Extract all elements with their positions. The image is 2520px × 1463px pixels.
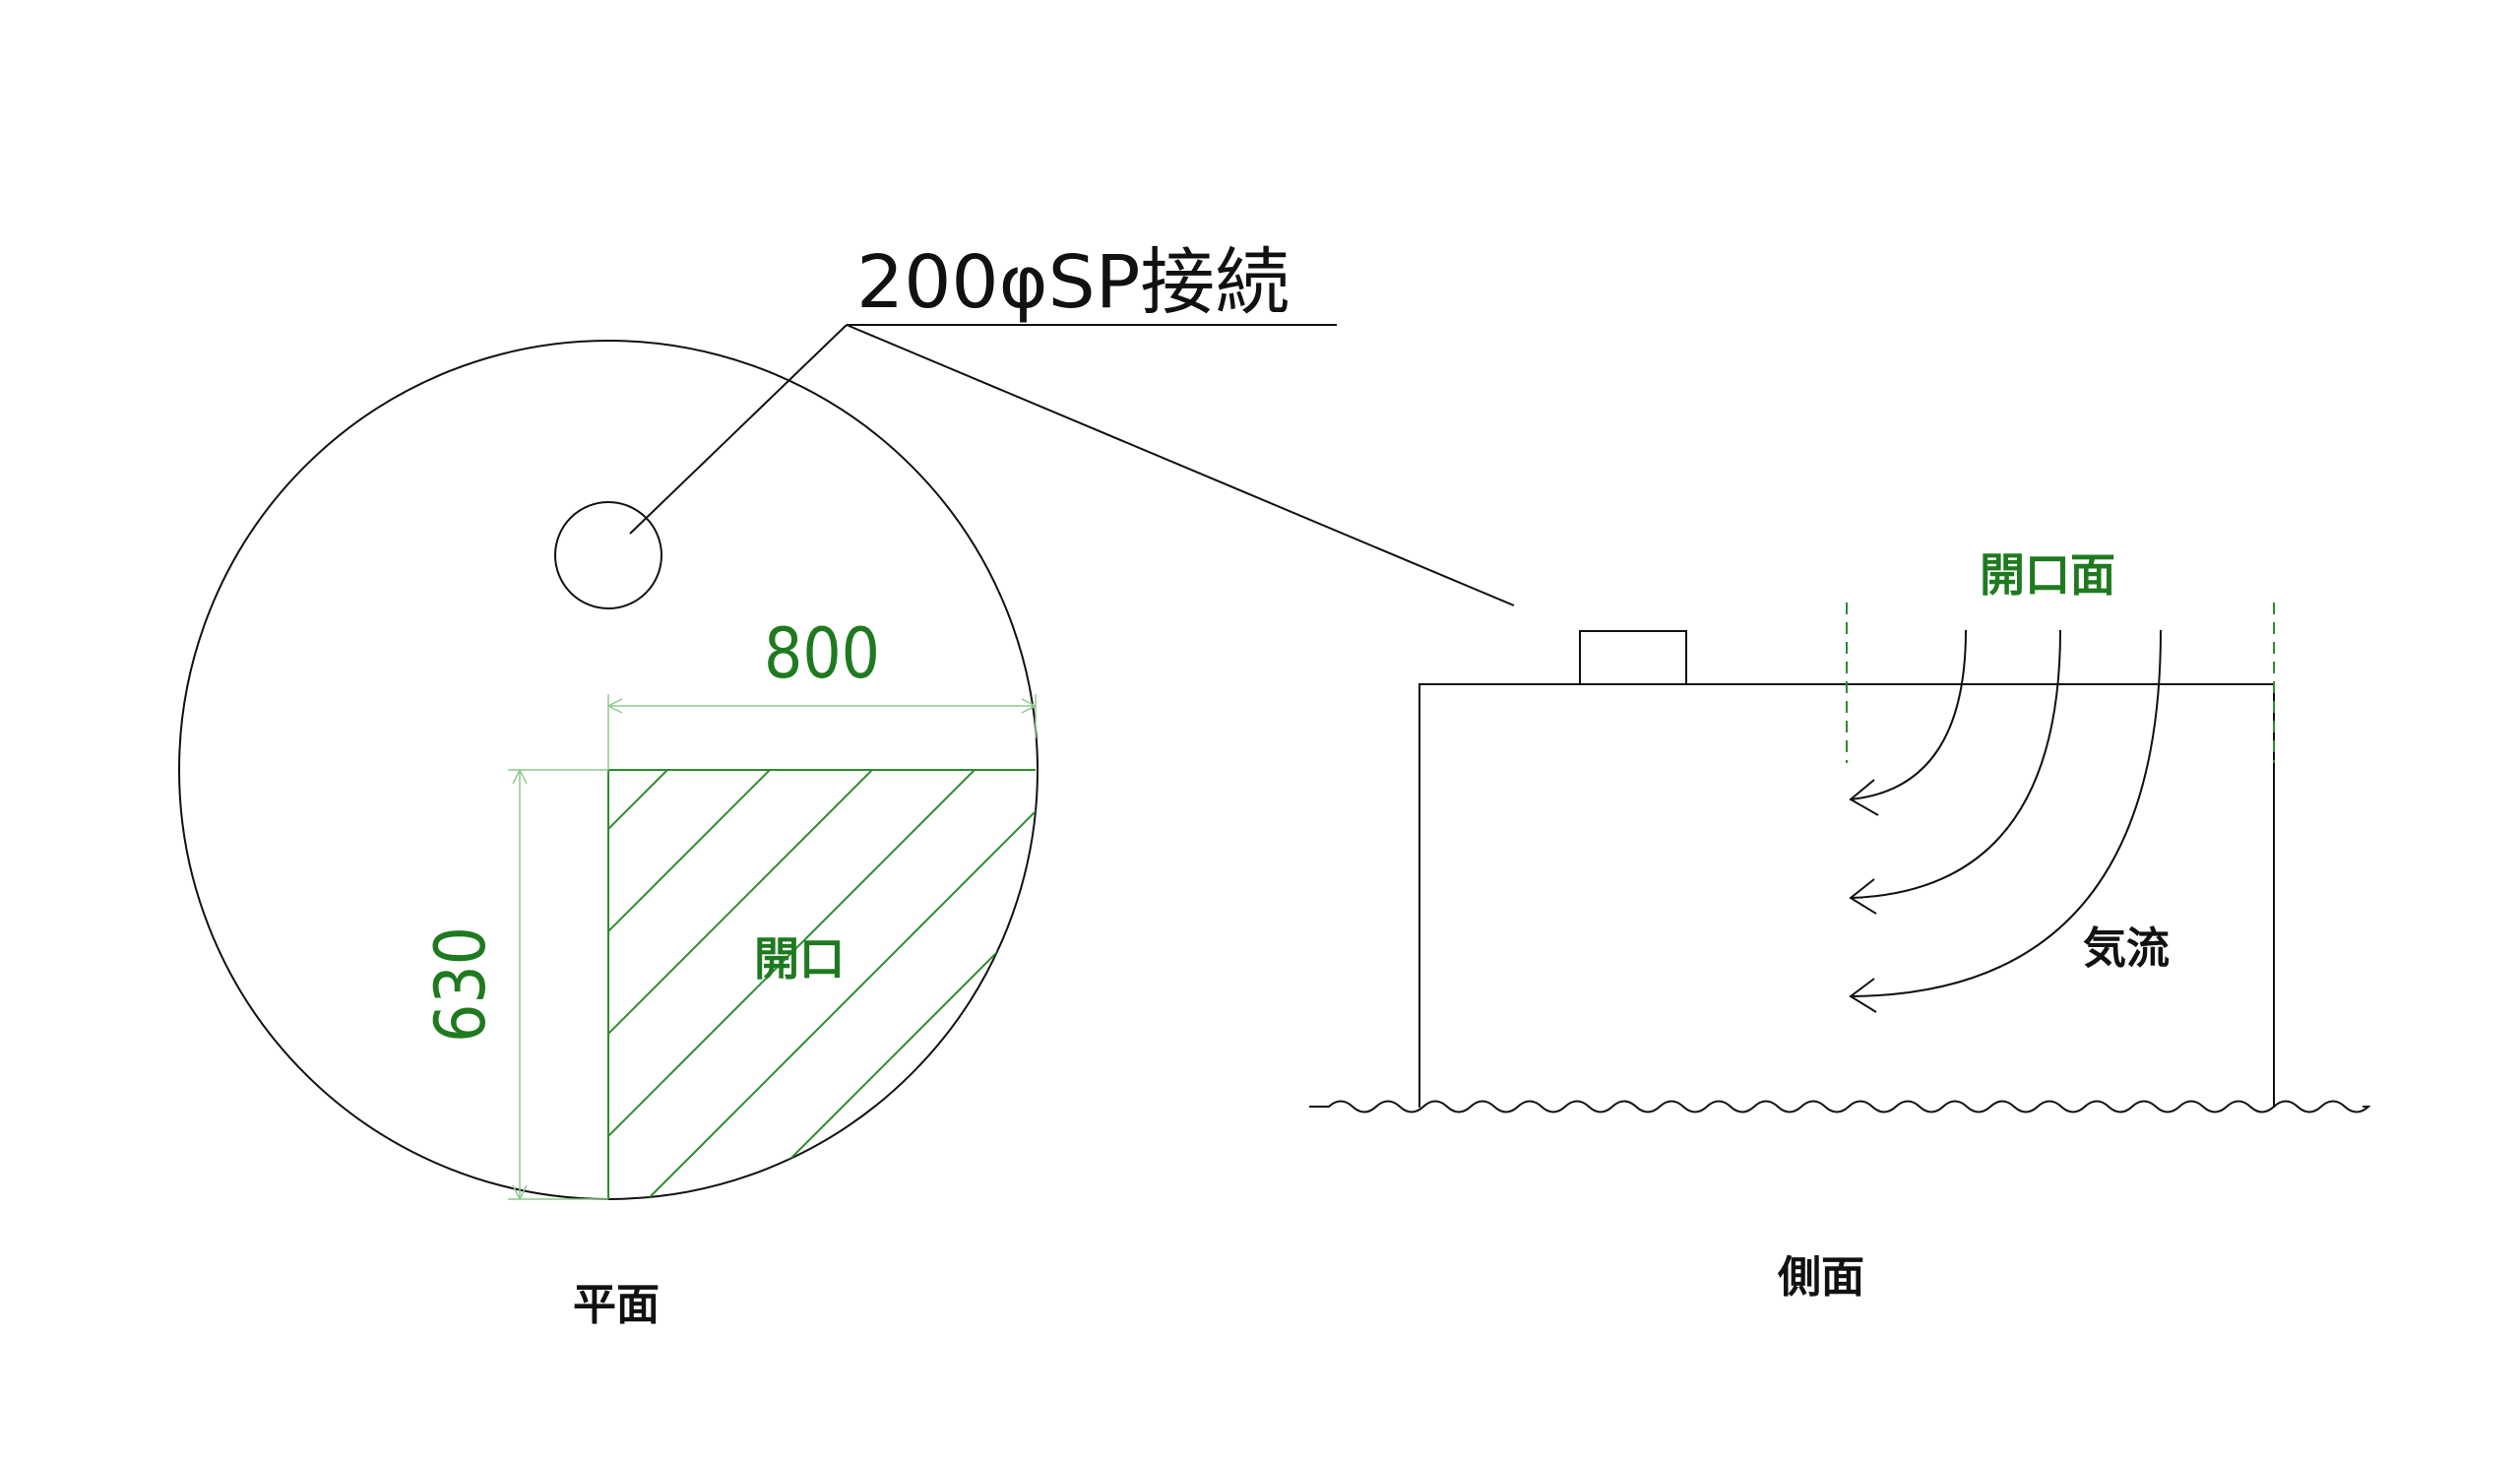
callout: 200φSP接続	[629, 240, 1515, 606]
hatch-line	[647, 770, 1038, 1199]
hatch-line	[851, 770, 1038, 1199]
dimension-width-label: 800	[764, 613, 880, 694]
dimension-height: 630	[420, 768, 608, 1201]
airflow-label: 気流	[2083, 923, 2170, 974]
spiral-duct-port-circle	[554, 501, 662, 609]
side-duct-port	[1579, 630, 1687, 685]
airflow-arrow-1	[1850, 629, 1967, 800]
hatch-line	[608, 770, 771, 1199]
plan-view-label: 平面	[573, 1280, 660, 1330]
callout-label: 200φSP接続	[856, 240, 1290, 325]
side-view: 開口面 気流 側面	[1309, 548, 2371, 1303]
airflow-arrow-3	[1850, 629, 2162, 997]
side-view-label: 側面	[1777, 1252, 1864, 1303]
dimension-width: 800	[606, 613, 1038, 770]
hatch-line	[608, 770, 976, 1199]
airflow-arrowhead-2	[1849, 878, 1877, 915]
hatch-line	[1057, 770, 1486, 1199]
callout-leader-to-side	[846, 324, 1515, 606]
opening-face-label: 開口面	[1980, 548, 2115, 602]
hatch-line	[608, 770, 873, 1199]
airflow-arrow-2	[1850, 629, 2061, 899]
plan-opening-label: 開口	[754, 932, 845, 986]
airflow-arrowhead-3	[1849, 978, 1877, 1013]
airflow-arrowhead-1	[1849, 779, 1879, 816]
plan-view: 800 630 開口 平面	[178, 340, 1486, 1330]
hatch-line	[749, 770, 1038, 1199]
ground-wave-line	[1309, 1100, 2371, 1113]
callout-leader-to-plan	[629, 324, 848, 535]
dimension-height-label: 630	[420, 926, 501, 1043]
hatch-line	[954, 770, 1038, 1199]
